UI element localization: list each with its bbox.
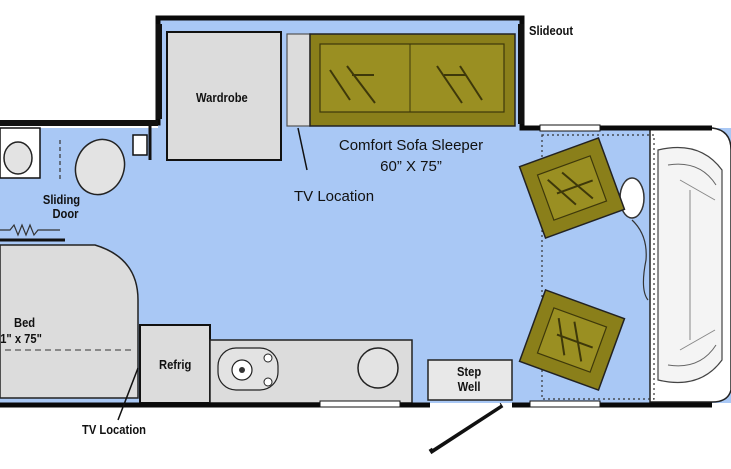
tv-location-bottom-label: TV Location: [82, 422, 146, 437]
cab-area: [619, 127, 731, 403]
tv-pointer-top: [297, 127, 308, 171]
refrig-label: Refrig: [159, 357, 192, 372]
step-well-label-1: Step: [456, 364, 482, 379]
recliner-top: [518, 136, 626, 240]
slideout-label: Slideout: [529, 23, 574, 38]
tv-cabinet: [286, 33, 311, 127]
sofa-sleeper: [309, 33, 516, 127]
bathroom: [0, 127, 126, 196]
sliding-door-line: [0, 223, 60, 237]
galley-sink: [357, 347, 399, 389]
wardrobe: [166, 31, 282, 161]
tv-location-top-label: TV Location: [294, 188, 375, 205]
steering-wheel: [619, 177, 645, 219]
bed: [0, 244, 139, 399]
sofa-title-label: Comfort Sofa Sleeper: [338, 137, 484, 154]
toilet: [74, 138, 126, 196]
sliding-door-label-1: Sliding: [42, 192, 81, 207]
step-well: [427, 359, 513, 401]
sofa-size-label: 60” X 75”: [380, 158, 442, 175]
sliding-door-label-2: Door: [52, 206, 79, 221]
sink: [3, 141, 33, 175]
cab-dotted-line: [541, 134, 655, 400]
stove: [217, 347, 279, 391]
entry-door: [428, 402, 504, 455]
recliner-bottom: [518, 288, 626, 392]
bed-size-label: 51" x 75": [0, 331, 42, 346]
bed-label: Bed: [14, 315, 36, 330]
wardrobe-label: Wardrobe: [196, 90, 248, 105]
tv-pointer-bottom: [117, 367, 139, 421]
step-well-label-2: Well: [457, 379, 481, 394]
